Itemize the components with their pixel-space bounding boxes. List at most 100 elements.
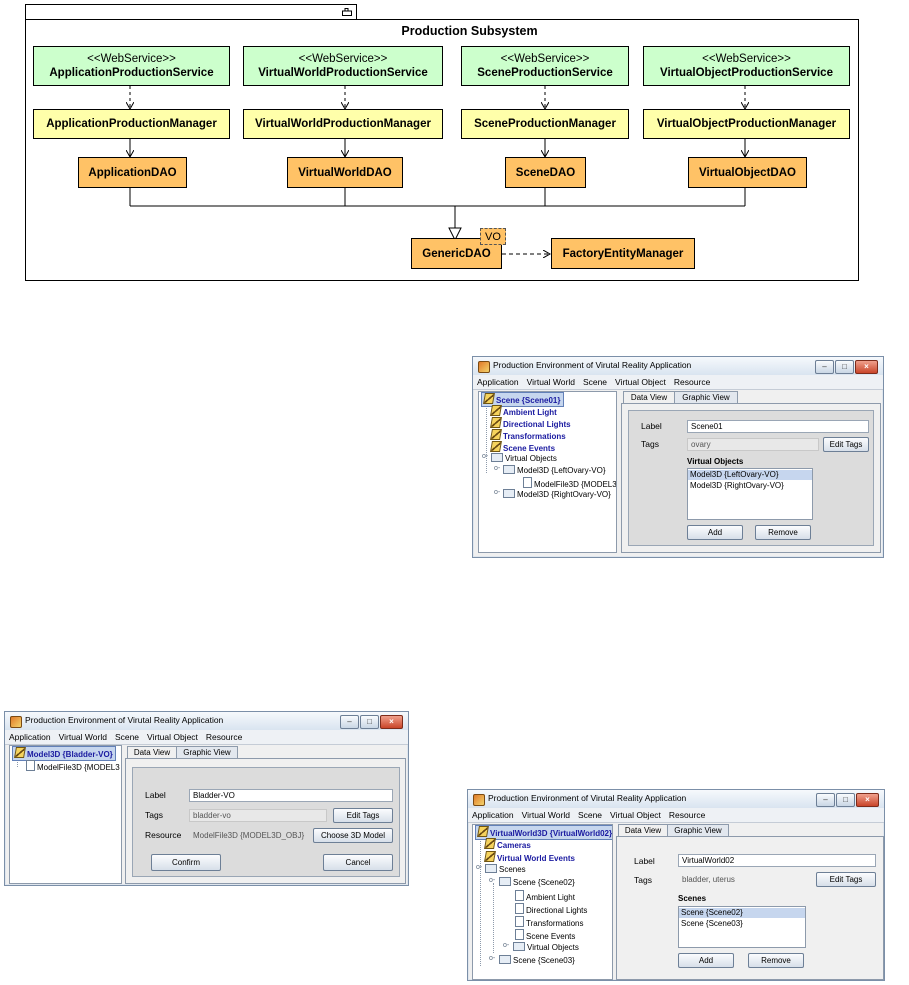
tree-item-virtual-objects[interactable]: Virtual Objects <box>491 453 557 464</box>
menu-resource[interactable]: Resource <box>673 377 711 387</box>
tags-field: bladder-vo <box>189 809 327 822</box>
tree-expander-icon[interactable]: o- <box>482 453 489 460</box>
tree-item-virtual-world-events[interactable]: Virtual World Events <box>484 851 575 864</box>
tree-item-directional-lights[interactable]: Directional Lights <box>490 417 571 430</box>
factory-entity-manager: FactoryEntityManager <box>551 238 695 269</box>
tree-item-scenes[interactable]: Scenes <box>485 864 526 875</box>
file-icon <box>523 477 532 488</box>
tree-item-transformations[interactable]: Transformations <box>515 916 584 929</box>
tree-item-virtual-world[interactable]: VirtualWorld3D {VirtualWorld02} <box>475 825 612 840</box>
maximize-icon[interactable]: □ <box>836 793 855 807</box>
confirm-button[interactable]: Confirm <box>151 854 221 871</box>
tree-item-scene-events[interactable]: Scene Events <box>490 441 555 454</box>
close-icon[interactable]: × <box>856 793 879 807</box>
tree-item-scene02[interactable]: Scene {Scene02} <box>499 877 575 888</box>
list-item[interactable]: Scene {Scene02} <box>679 908 805 918</box>
menu-application[interactable]: Application <box>9 732 51 742</box>
menu-resource[interactable]: Resource <box>205 732 243 742</box>
label-field[interactable]: Bladder-VO <box>189 789 393 802</box>
folder-icon <box>485 864 497 873</box>
list-item[interactable]: Scene {Scene03} <box>681 919 743 928</box>
edit-tags-button[interactable]: Edit Tags <box>816 872 876 887</box>
stereotype-label: <<WebService>> <box>298 53 388 65</box>
menu-virtual-object[interactable]: Virtual Object <box>610 810 661 820</box>
menu-bar: Application Virtual World Scene Virtual Obj… <box>473 375 883 390</box>
remove-button[interactable]: Remove <box>755 525 811 540</box>
pencil-icon <box>484 838 496 849</box>
list-item[interactable]: Model3D {LeftOvary-VO} <box>688 470 812 480</box>
pencil-icon <box>477 826 489 837</box>
choose-3d-model-button[interactable]: Choose 3D Model <box>313 828 393 843</box>
tree-item-model-left[interactable]: Model3D {LeftOvary-VO} <box>503 465 605 476</box>
label-field[interactable]: Scene01 <box>687 420 869 433</box>
list-item[interactable]: Model3D {RightOvary-VO} <box>690 481 784 490</box>
cancel-button[interactable]: Cancel <box>323 854 393 871</box>
file-icon <box>515 903 524 914</box>
title-bar: Production Environment of Virutal Realit… <box>473 357 883 376</box>
tree-item-ambient-light[interactable]: Ambient Light <box>490 405 557 418</box>
menu-virtual-world[interactable]: Virtual World <box>521 810 570 820</box>
tree-item-scene03[interactable]: Scene {Scene03} <box>499 955 575 966</box>
tree-item-model-right[interactable]: Model3D {RightOvary-VO} <box>503 489 611 500</box>
tree-item-transformations[interactable]: Transformations <box>490 429 566 442</box>
scene-tree[interactable]: Scene {Scene01} Ambient Light Directiona… <box>478 391 617 553</box>
menu-application[interactable]: Application <box>472 810 514 820</box>
tags-caption: Tags <box>145 810 163 820</box>
tree-item-scene-events[interactable]: Scene Events <box>515 929 575 942</box>
tree-expander-icon[interactable]: o- <box>476 864 483 871</box>
edit-tags-button[interactable]: Edit Tags <box>823 437 869 452</box>
virtual-world-production-service: <<WebService>> VirtualWorldProductionSer… <box>243 46 443 86</box>
world-tree[interactable]: VirtualWorld3D {VirtualWorld02} Cameras … <box>472 824 613 980</box>
tree-item-cameras[interactable]: Cameras <box>484 838 531 851</box>
menu-scene[interactable]: Scene <box>577 810 603 820</box>
diagram-connectors <box>0 86 909 290</box>
add-button[interactable]: Add <box>678 953 734 968</box>
virtual-objects-list[interactable]: Model3D {LeftOvary-VO} Model3D {RightOva… <box>687 468 813 520</box>
add-button[interactable]: Add <box>687 525 743 540</box>
menu-resource[interactable]: Resource <box>668 810 706 820</box>
menu-scene[interactable]: Scene <box>582 377 608 387</box>
pencil-icon <box>490 441 502 452</box>
tree-item-model-file[interactable]: ModelFile3D {MODEL3I <box>523 477 616 490</box>
maximize-icon[interactable]: □ <box>360 715 379 729</box>
tree-item-directional-lights[interactable]: Directional Lights <box>515 903 587 916</box>
minimize-icon[interactable]: – <box>340 715 359 729</box>
tree-item-ambient-light[interactable]: Ambient Light <box>515 890 575 903</box>
minimize-icon[interactable]: – <box>816 793 835 807</box>
stereotype-label: <<WebService>> <box>500 53 590 65</box>
tree-expander-icon[interactable]: o- <box>489 955 496 962</box>
world-window: Production Environment of Virutal Realit… <box>467 789 885 981</box>
tree-item-scene[interactable]: Scene {Scene01} <box>481 392 564 407</box>
tree-item-model-file[interactable]: ModelFile3D {MODEL3 <box>26 760 120 773</box>
menu-virtual-object[interactable]: Virtual Object <box>615 377 666 387</box>
minimize-icon[interactable]: – <box>815 360 834 374</box>
tree-expander-icon[interactable]: o- <box>489 877 496 884</box>
menu-virtual-world[interactable]: Virtual World <box>526 377 575 387</box>
menu-scene[interactable]: Scene <box>114 732 140 742</box>
window-title: Production Environment of Virutal Realit… <box>493 360 692 370</box>
pencil-icon <box>490 429 502 440</box>
tab-graphic-view[interactable]: Graphic View <box>674 391 738 404</box>
close-icon[interactable]: × <box>855 360 878 374</box>
label-caption: Label <box>145 790 166 800</box>
tree-item-virtual-objects[interactable]: Virtual Objects <box>513 942 579 953</box>
scenes-list[interactable]: Scene {Scene02} Scene {Scene03} <box>678 906 806 948</box>
tree-expander-icon[interactable]: o- <box>503 942 510 949</box>
maximize-icon[interactable]: □ <box>835 360 854 374</box>
tab-graphic-view[interactable]: Graphic View <box>176 746 238 759</box>
virtual-world-production-manager: VirtualWorldProductionManager <box>243 109 443 139</box>
edit-tags-button[interactable]: Edit Tags <box>333 808 393 823</box>
stereotype-label: <<WebService>> <box>702 53 791 65</box>
label-field[interactable]: VirtualWorld02 <box>678 854 876 867</box>
model-tree[interactable]: Model3D {Bladder-VO} ModelFile3D {MODEL3 <box>9 745 122 884</box>
menu-virtual-world[interactable]: Virtual World <box>58 732 107 742</box>
menu-virtual-object[interactable]: Virtual Object <box>147 732 198 742</box>
tree-item-model[interactable]: Model3D {Bladder-VO} <box>12 746 116 761</box>
tree-expander-icon[interactable]: o- <box>494 489 501 496</box>
tree-expander-icon[interactable]: o- <box>494 465 501 472</box>
remove-button[interactable]: Remove <box>748 953 804 968</box>
tab-graphic-view[interactable]: Graphic View <box>667 824 729 837</box>
close-icon[interactable]: × <box>380 715 403 729</box>
folder-icon <box>491 453 503 462</box>
menu-application[interactable]: Application <box>477 377 519 387</box>
